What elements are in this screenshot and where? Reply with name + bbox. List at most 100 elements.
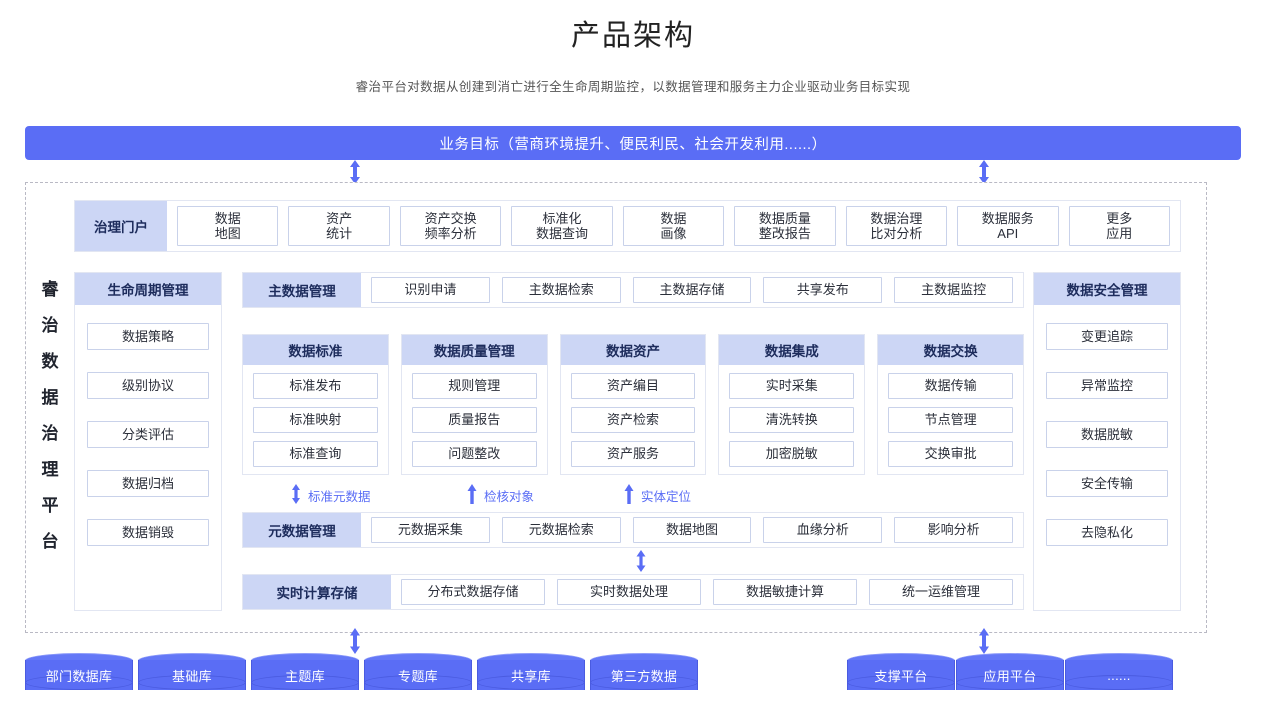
column-item[interactable]: 清洗转换 [729,407,855,433]
cylinder-label: 主题库 [285,668,325,684]
column-items: 规则管理 质量报告 问题整改 [402,365,547,467]
lifecycle-item[interactable]: 数据归档 [87,470,209,497]
cylinder-label: 基础库 [172,668,212,684]
column-items: 数据传输 节点管理 交换审批 [878,365,1023,467]
cylinder-label: 共享库 [511,668,551,684]
column-item[interactable]: 资产检索 [570,407,696,433]
column-item[interactable]: 加密脱敏 [729,441,855,467]
cylinder-bottom [25,675,133,690]
security-item[interactable]: 数据脱敏 [1046,421,1168,448]
master-data-item[interactable]: 共享发布 [763,277,883,303]
portal-item[interactable]: 数据质量 整改报告 [734,206,836,246]
portal-item[interactable]: 更多 应用 [1068,206,1170,246]
database-cylinder[interactable]: 专题库 [364,653,472,697]
cylinder-bottom [251,675,359,690]
flow-arrow-label: 实体定位 [641,490,692,504]
column-item[interactable]: 标准查询 [253,441,378,467]
lifecycle-item[interactable]: 数据策略 [87,323,209,350]
master-data-item[interactable]: 识别申请 [371,277,490,303]
arrow-up-down-icon [975,160,993,184]
flow-arrow-label: 检核对象 [484,490,535,504]
arrow-up-icon [623,484,635,507]
column-band: 数据集成 [719,335,865,365]
lifecycle-item[interactable]: 分类评估 [87,421,209,448]
database-cylinder[interactable]: 主题库 [251,653,359,697]
business-goal-bar: 业务目标（营商环境提升、便民利民、社会开发利用......） [25,126,1241,160]
capability-column-data-exchange: 数据交换 数据传输 节点管理 交换审批 [877,334,1024,475]
realtime-item[interactable]: 统一运维管理 [869,579,1013,605]
security-item[interactable]: 去隐私化 [1046,519,1168,546]
column-item[interactable]: 交换审批 [888,441,1013,467]
realtime-item[interactable]: 分布式数据存储 [401,579,545,605]
column-item[interactable]: 标准发布 [253,373,378,399]
portal-item[interactable]: 数据服务 API [957,206,1059,246]
data-security-panel: 数据安全管理 变更追踪 异常监控 数据脱敏 安全传输 去隐私化 [1033,272,1181,611]
flow-arrow-group: 实体定位 [623,484,691,507]
cylinder-bottom [590,675,698,690]
portal-item[interactable]: 资产交换 频率分析 [399,206,502,246]
column-item[interactable]: 资产服务 [570,441,696,467]
portal-item[interactable]: 数据 画像 [622,206,725,246]
realtime-items: 分布式数据存储 实时数据处理 数据敏捷计算 统一运维管理 [391,575,1023,609]
master-data-item[interactable]: 主数据检索 [501,277,621,303]
platform-cylinder[interactable]: 应用平台 [956,653,1064,697]
portal-item[interactable]: 标准化 数据查询 [511,206,613,246]
metadata-item[interactable]: 元数据采集 [371,517,490,543]
arrow-up-down-icon [346,160,364,184]
lifecycle-management-panel: 生命周期管理 数据策略 级别协议 分类评估 数据归档 数据销毁 [74,272,222,611]
metadata-item[interactable]: 影响分析 [894,517,1013,543]
portal-item[interactable]: 数据 地图 [177,206,279,246]
metadata-item[interactable]: 数据地图 [632,517,752,543]
capability-column-data-standard: 数据标准 标准发布 标准映射 标准查询 [242,334,389,475]
arrow-up-icon [466,484,478,507]
column-items: 资产编目 资产检索 资产服务 [561,365,706,467]
platform-cylinder[interactable]: 支撑平台 [847,653,955,697]
realtime-compute-row: 实时计算存储 分布式数据存储 实时数据处理 数据敏捷计算 统一运维管理 [242,574,1024,610]
master-data-band: 主数据管理 [243,273,361,307]
lifecycle-band: 生命周期管理 [75,273,221,305]
arrow-up-down-icon [346,628,364,654]
column-item[interactable]: 质量报告 [411,407,537,433]
platform-cylinder[interactable]: ...... [1065,653,1173,697]
lifecycle-item[interactable]: 级别协议 [87,372,209,399]
arrow-up-down-icon [633,550,651,572]
governance-portal-band: 治理门户 [75,201,167,251]
column-item[interactable]: 节点管理 [888,407,1013,433]
page-subtitle: 睿治平台对数据从创建到消亡进行全生命周期监控，以数据管理和服务主力企业驱动业务目… [355,80,911,94]
metadata-item[interactable]: 血缘分析 [763,517,883,543]
metadata-item[interactable]: 元数据检索 [501,517,621,543]
portal-item[interactable]: 资产 统计 [288,206,390,246]
realtime-item[interactable]: 数据敏捷计算 [713,579,857,605]
security-item[interactable]: 安全传输 [1046,470,1168,497]
column-item[interactable]: 问题整改 [411,441,537,467]
master-data-row: 主数据管理 识别申请 主数据检索 主数据存储 共享发布 主数据监控 [242,272,1024,308]
realtime-band: 实时计算存储 [243,575,391,609]
column-band: 数据标准 [243,335,388,365]
flow-arrow-label: 标准元数据 [308,490,371,504]
column-item[interactable]: 标准映射 [253,407,378,433]
security-item[interactable]: 变更追踪 [1046,323,1168,350]
database-cylinder[interactable]: 部门数据库 [25,653,133,697]
database-cylinder[interactable]: 基础库 [138,653,246,697]
column-items: 实时采集 清洗转换 加密脱敏 [719,365,864,467]
metadata-band: 元数据管理 [243,513,361,547]
database-cylinder[interactable]: 共享库 [477,653,585,697]
column-item[interactable]: 规则管理 [411,373,537,399]
column-item[interactable]: 实时采集 [729,373,855,399]
cylinder-bottom [1065,675,1173,690]
master-data-item[interactable]: 主数据存储 [632,277,752,303]
flow-arrow-labels: 标准元数据 检核对象 实体定位 [242,484,1024,506]
portal-item[interactable]: 数据治理 比对分析 [845,206,948,246]
realtime-item[interactable]: 实时数据处理 [557,579,701,605]
cylinder-label: 应用平台 [983,668,1037,684]
column-item[interactable]: 数据传输 [888,373,1013,399]
database-cylinder[interactable]: 第三方数据 [590,653,698,697]
cylinder-bottom [364,675,472,690]
column-items: 标准发布 标准映射 标准查询 [243,365,388,467]
flow-arrow-group: 检核对象 [466,484,534,507]
column-item[interactable]: 资产编目 [570,373,696,399]
master-data-item[interactable]: 主数据监控 [894,277,1013,303]
lifecycle-item[interactable]: 数据销毁 [87,519,209,546]
cylinder-label: 部门数据库 [45,668,113,684]
security-item[interactable]: 异常监控 [1046,372,1168,399]
